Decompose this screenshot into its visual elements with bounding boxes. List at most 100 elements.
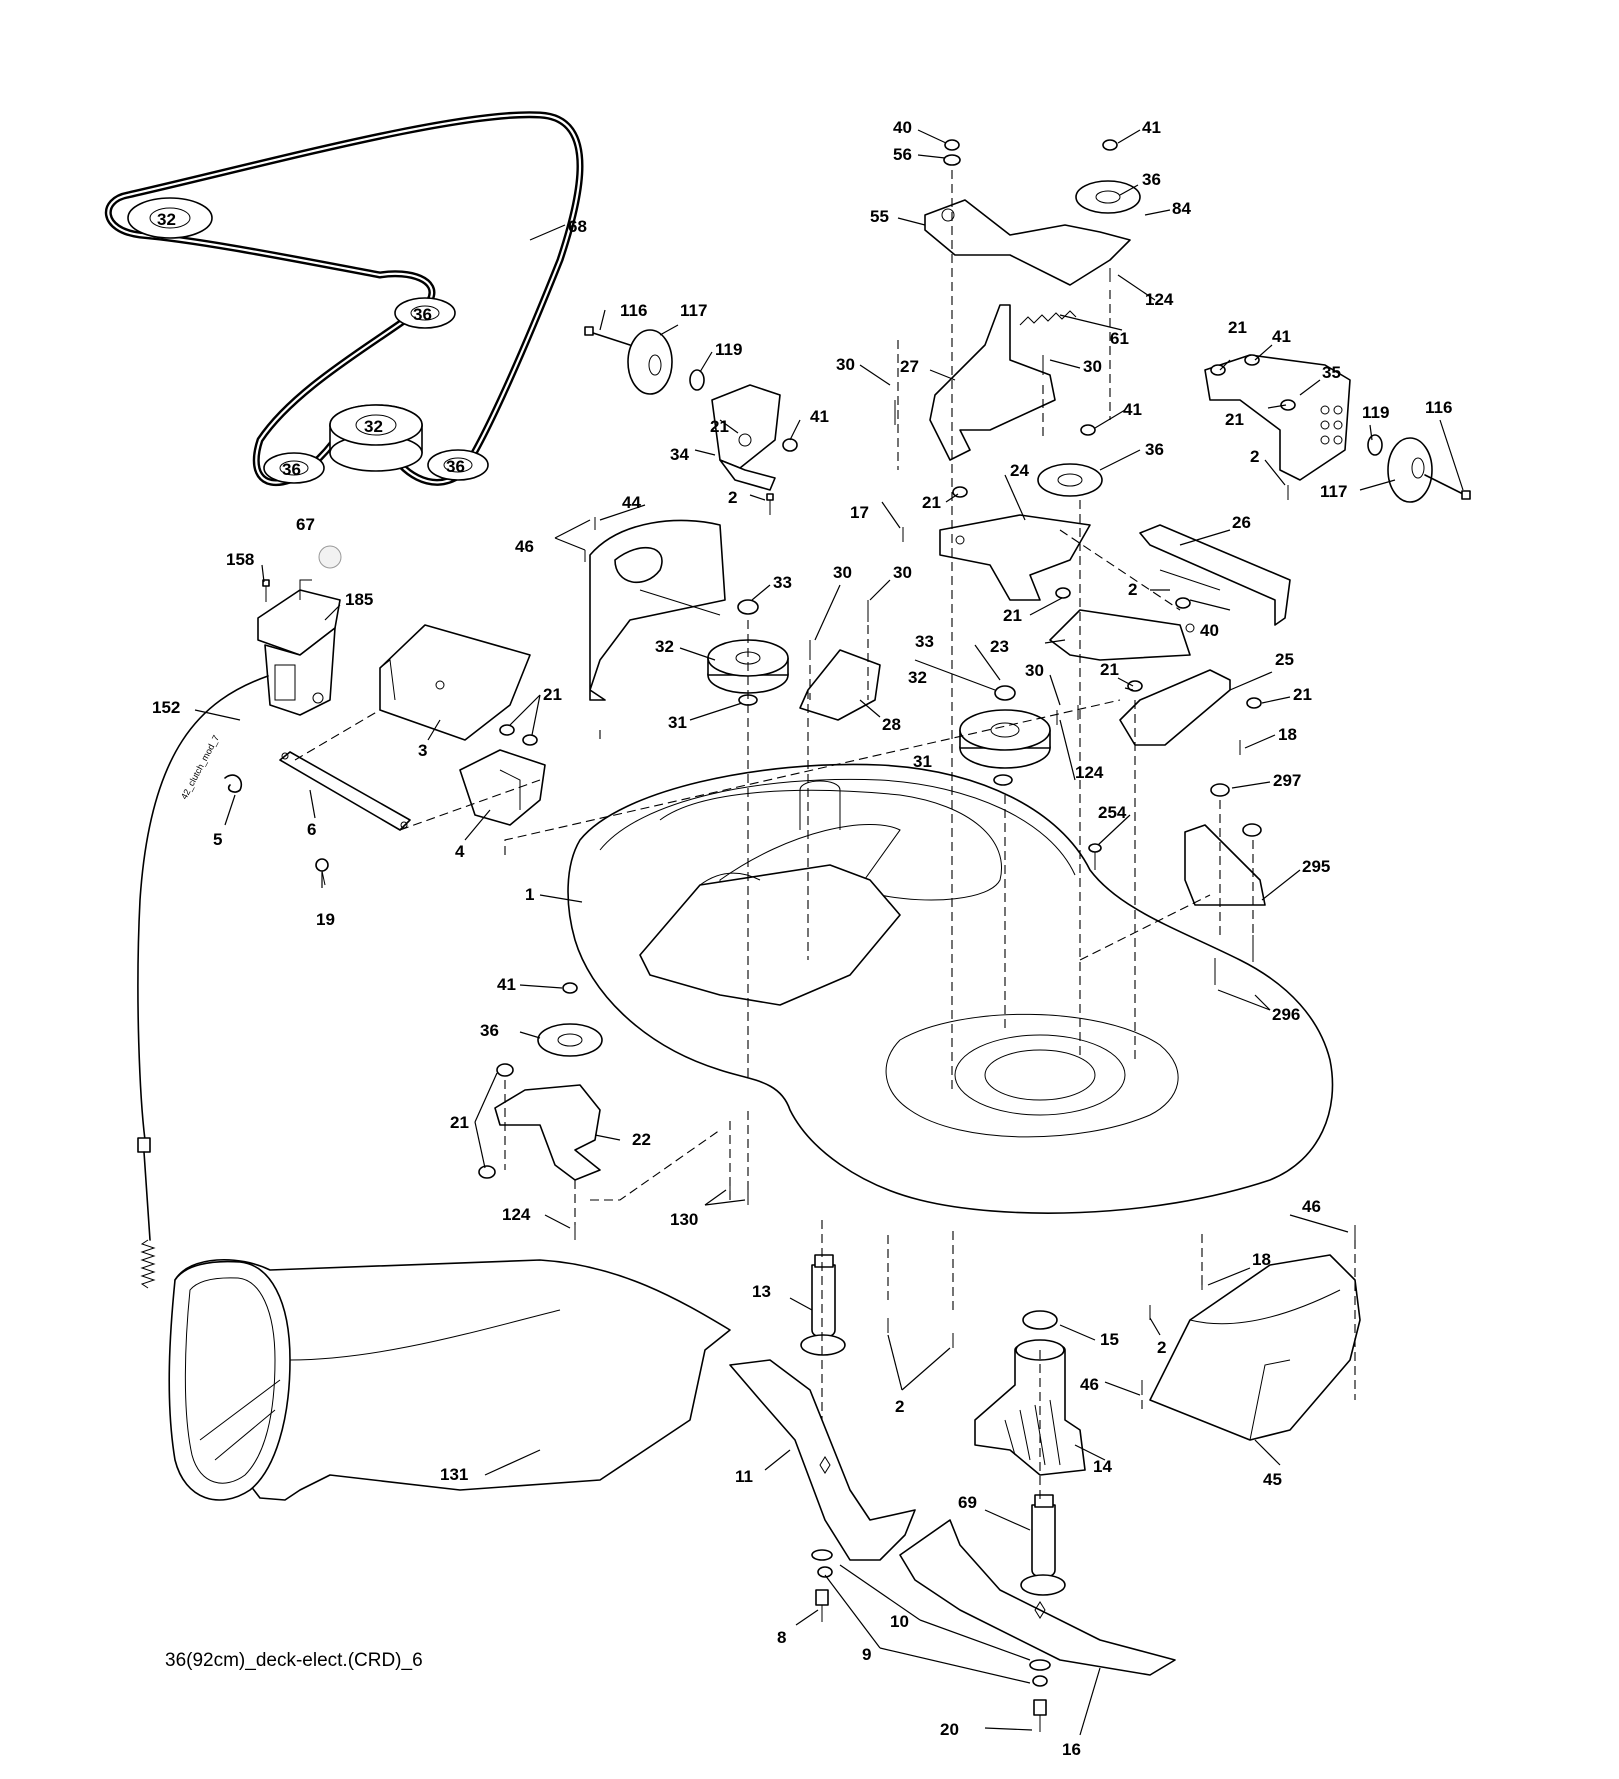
guard-295 (1184, 824, 1266, 906)
callout-14: 14 (1093, 1457, 1112, 1476)
callout-36-top: 36 (1142, 170, 1161, 189)
callout-41-top: 41 (1142, 118, 1161, 137)
wheel-117-right (1387, 437, 1433, 503)
bracket-254 (1088, 843, 1102, 870)
callout-27: 27 (900, 357, 919, 376)
clutch-bracket-185 (257, 579, 341, 716)
link-6 (279, 751, 411, 831)
callout-124-top: 124 (1145, 290, 1174, 309)
callout-22: 22 (632, 1130, 651, 1149)
callout-41-arm: 41 (810, 407, 829, 426)
diagram-caption: 36(92cm)_deck-elect.(CRD)_6 (165, 1650, 423, 1671)
pulley-36-mid (1037, 463, 1103, 497)
callout-32-right: 32 (908, 668, 927, 687)
nuts-21-41-right (1210, 354, 1296, 411)
callout-32-left: 32 (655, 637, 674, 656)
bracket-4 (459, 749, 546, 826)
bolt-116-left (584, 326, 631, 346)
callout-297: 297 (1273, 771, 1301, 790)
callout-61: 61 (1110, 329, 1129, 348)
callout-labels: 68 67 158 185 152 3 21 5 6 4 19 116 117 … (152, 118, 1452, 1759)
pulley-label: 36 (413, 305, 432, 324)
plug-67 (318, 545, 342, 569)
nut-21-25 (1127, 680, 1262, 709)
callout-296: 296 (1272, 1005, 1300, 1024)
callout-46-housing: 46 (1080, 1375, 1099, 1394)
callout-21-24b: 21 (1003, 606, 1022, 625)
cable-tag: 42_clutch_mod_7 (179, 733, 221, 800)
bearing-15 (1022, 1310, 1058, 1330)
callout-116-right: 116 (1425, 398, 1452, 417)
callout-41-right: 41 (1272, 327, 1291, 346)
callout-15: 15 (1100, 1330, 1119, 1349)
callout-152: 152 (152, 698, 180, 717)
callout-19: 19 (316, 910, 335, 929)
belt-guard-44 (589, 519, 726, 701)
callout-10: 10 (890, 1612, 909, 1631)
pulley-label: 36 (282, 460, 301, 479)
plate-23 (1049, 609, 1195, 661)
callout-131: 131 (440, 1465, 468, 1484)
washers-9-10 (811, 1549, 1051, 1687)
callout-158: 158 (226, 550, 254, 569)
callout-55: 55 (870, 207, 889, 226)
bolt-2-arm (766, 493, 774, 515)
bolt-46-guard (584, 517, 596, 562)
callout-30-27b: 30 (1083, 357, 1102, 376)
callout-254: 254 (1098, 803, 1127, 822)
callout-117-right: 117 (1320, 482, 1347, 501)
callout-21-25a: 21 (1100, 660, 1119, 679)
callout-25: 25 (1275, 650, 1294, 669)
bracket-26 (1139, 524, 1291, 626)
spindle-69 (1020, 1494, 1066, 1596)
callout-40-top: 40 (893, 118, 912, 137)
callout-41-mid: 41 (1123, 400, 1142, 419)
washer-119-right (1367, 434, 1383, 456)
callout-35: 35 (1322, 363, 1341, 382)
callout-67: 67 (296, 515, 315, 534)
wheel-117-left (627, 329, 673, 395)
callout-2-arm: 2 (728, 488, 737, 507)
callout-16: 16 (1062, 1740, 1081, 1759)
callout-119-right: 119 (1362, 403, 1389, 422)
callout-21-arm: 21 (710, 417, 729, 436)
callout-119-left: 119 (715, 340, 742, 359)
callout-5: 5 (213, 830, 222, 849)
nut-41-top (1102, 139, 1118, 151)
bracket-3 (379, 624, 531, 741)
nuts-21-lower (478, 1063, 514, 1179)
blade-11 (729, 1359, 916, 1561)
callout-6: 6 (307, 820, 316, 839)
callout-leaders (194, 129, 1464, 1736)
pulley-label: 32 (364, 417, 383, 436)
callout-2-center: 2 (895, 1397, 904, 1416)
callout-130: 130 (670, 1210, 698, 1229)
callout-20: 20 (940, 1720, 959, 1739)
nut-40-right (1175, 597, 1191, 609)
callout-30-right: 30 (1025, 661, 1044, 680)
callout-21-25b: 21 (1293, 685, 1312, 704)
bolt-124-mid (1056, 705, 1079, 725)
spindle-housing-14 (974, 1339, 1086, 1476)
bolts-2-center (887, 1318, 954, 1348)
bracket-25 (1119, 669, 1231, 746)
arm-34 (711, 384, 781, 491)
callout-31-left: 31 (668, 713, 687, 732)
bolts-296 (1214, 935, 1254, 985)
blade-16 (899, 1519, 1176, 1676)
callout-44: 44 (622, 493, 641, 512)
pulley-36-top (1075, 180, 1141, 214)
bolt-116-right (1424, 474, 1471, 500)
callout-185: 185 (345, 590, 373, 609)
discharge-cover-45 (1149, 1254, 1361, 1441)
callout-124-mid: 124 (1075, 763, 1104, 782)
callout-18-lower: 18 (1252, 1250, 1271, 1269)
pulley-36-lower (537, 1023, 603, 1057)
callout-24: 24 (1010, 461, 1029, 480)
callout-21-right-b: 21 (1225, 410, 1244, 429)
bracket-55 (924, 199, 1131, 286)
callout-30-27a: 30 (836, 355, 855, 374)
callout-295: 295 (1302, 857, 1330, 876)
bracket-22 (494, 1084, 601, 1181)
